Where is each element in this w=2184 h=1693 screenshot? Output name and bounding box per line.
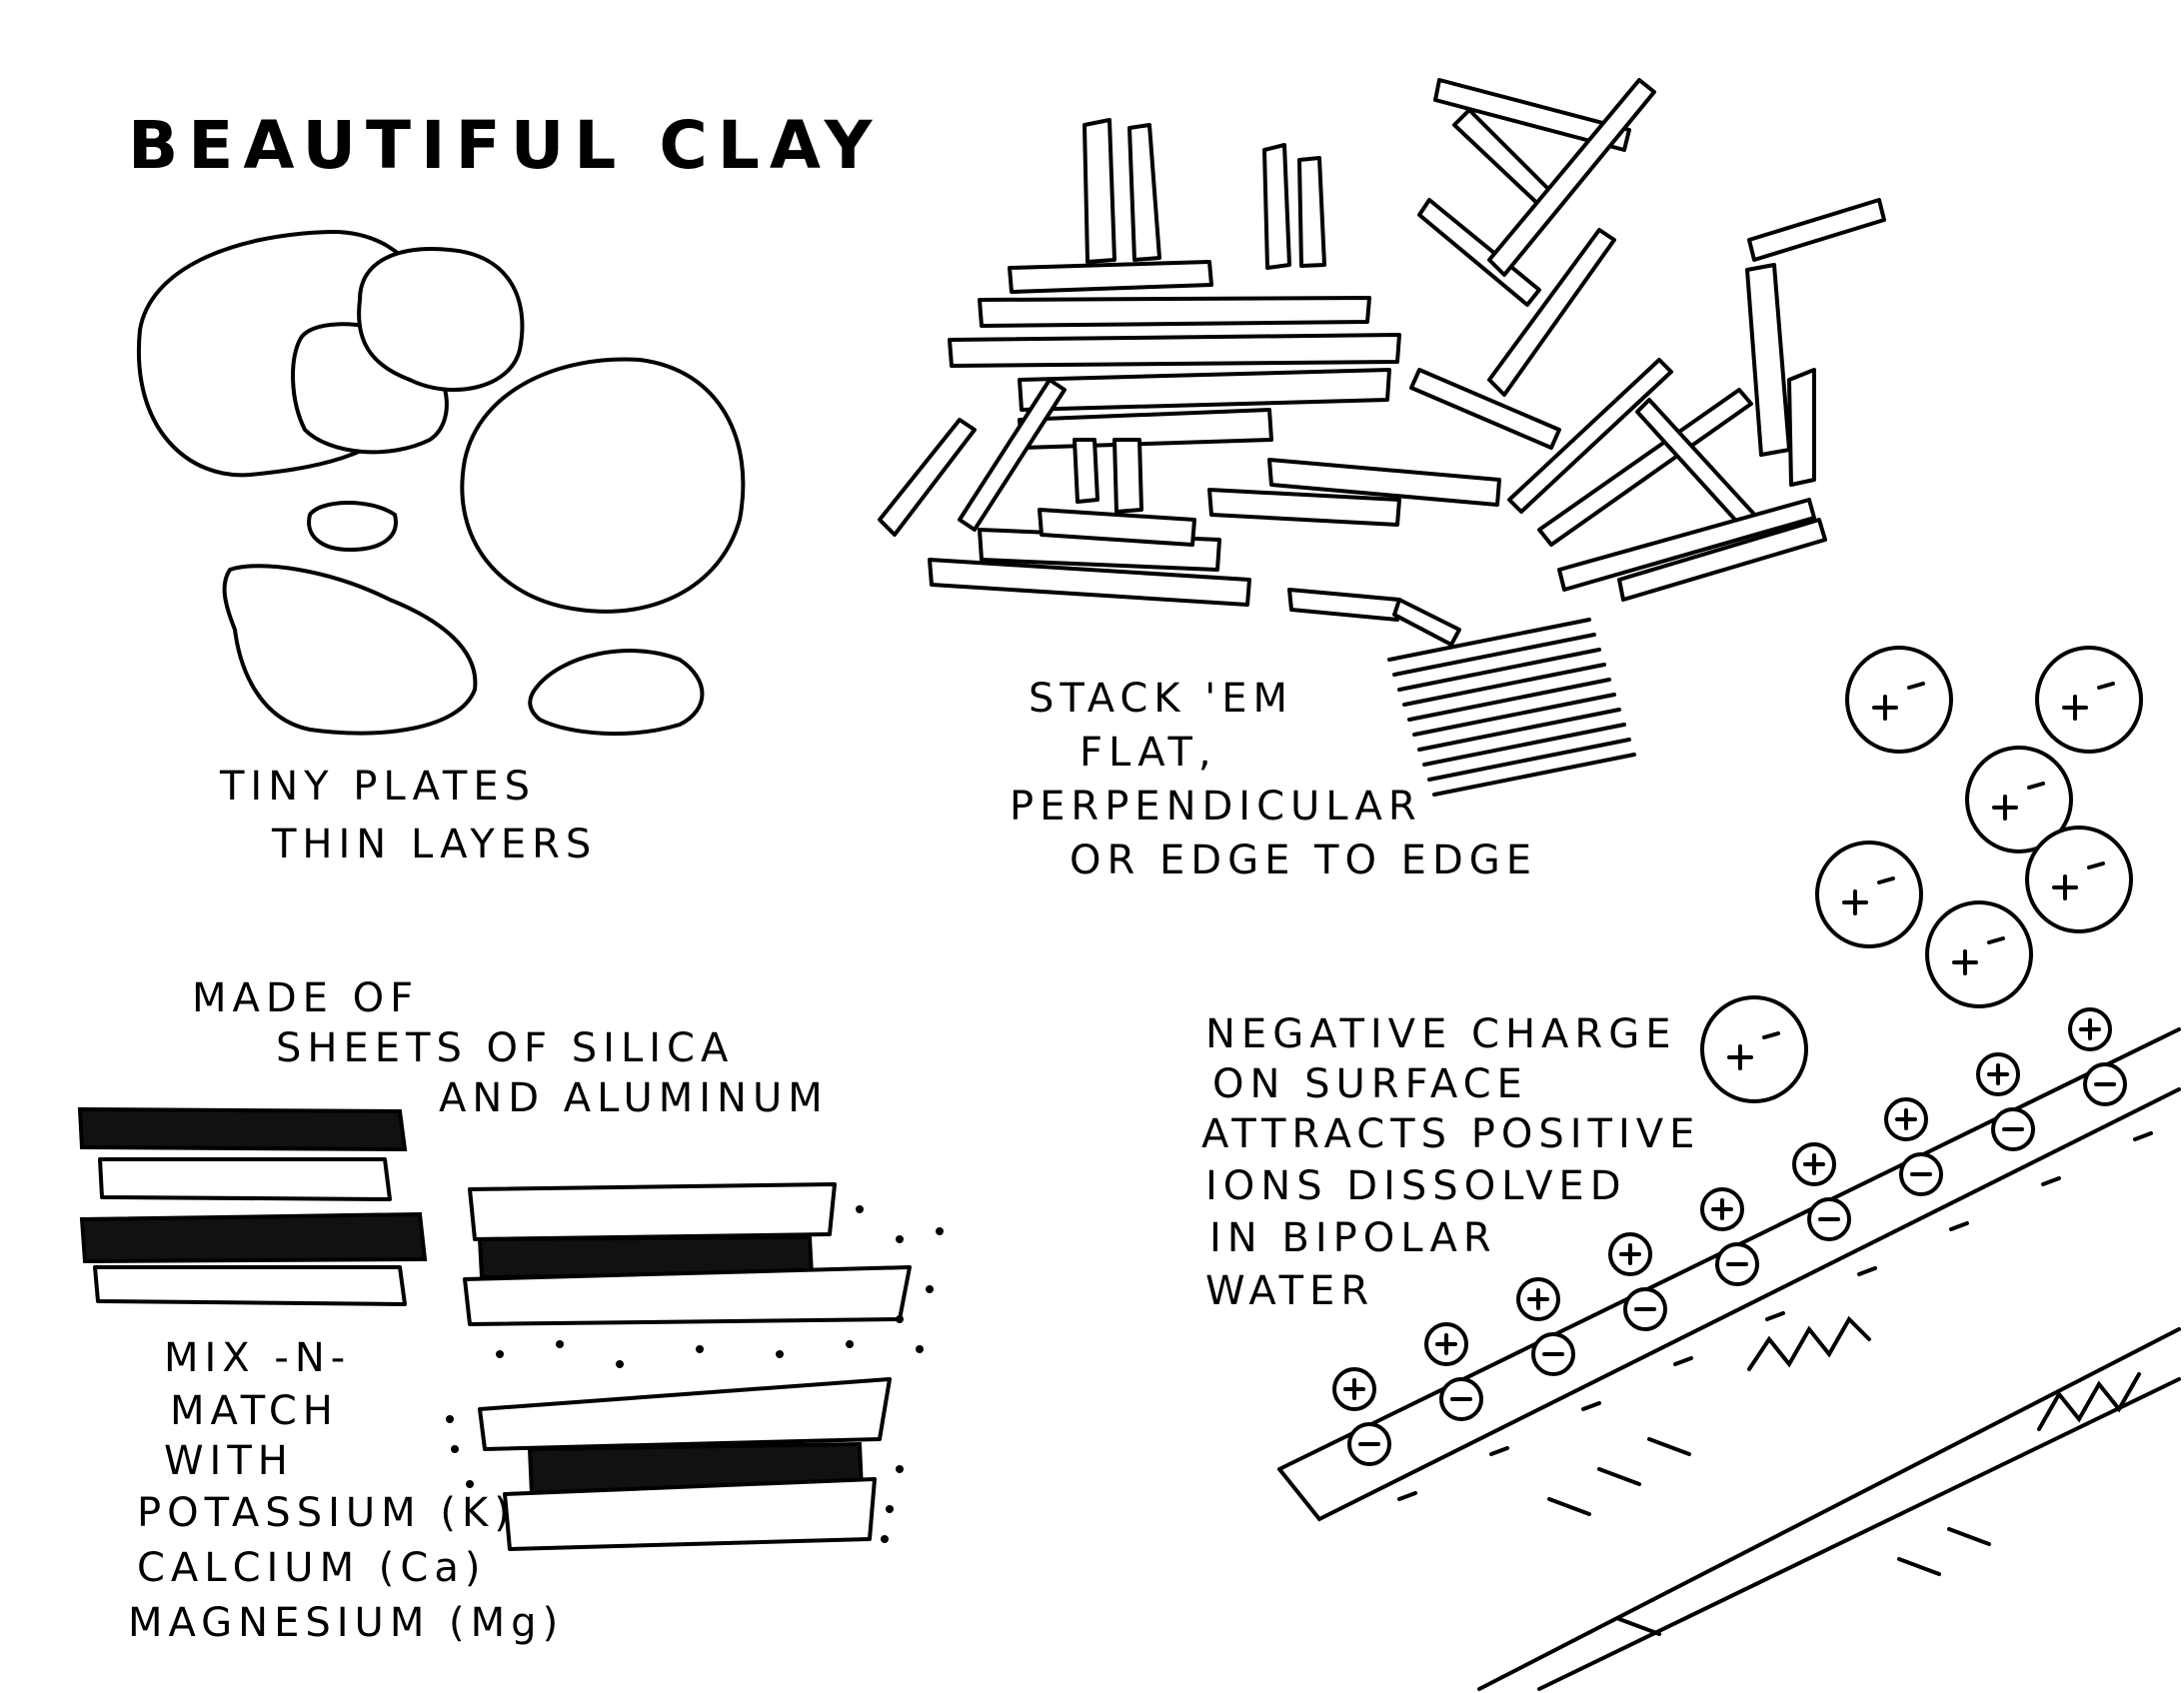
water-molecule [1845,646,1953,754]
plus-icon [1711,1198,1733,1220]
plus-icon [1343,1378,1365,1400]
water-molecule [1700,995,1808,1103]
plus-icon [1803,1153,1825,1175]
stack-caption-line-3: PERPENDICULAR [1010,784,1422,830]
dipole-icon [1842,876,1895,915]
mix-caption-line-6: MAGNESIUM (Mg) [128,1600,564,1646]
dipole-icon [2062,682,2115,721]
charge-caption-line-1: NEGATIVE CHARGE [1205,1011,1676,1057]
sheets-caption-line-2: SHEETS OF SILICA [276,1025,734,1071]
dipole-icon [2052,861,2105,900]
minus-icon [1673,1356,1693,1366]
stack-caption-line-4: OR EDGE TO EDGE [1070,838,1537,883]
silica-aluminum-sheets [77,1106,944,1551]
minus-icon [1581,1401,1601,1411]
charge-caption-line-4: IONS DISSOLVED [1205,1163,1627,1209]
plates-caption-line-2: THIN LAYERS [271,822,597,867]
sheets-caption-line-1: MADE OF [192,975,419,1021]
minus-icon [1949,1221,1969,1231]
water-molecule [1815,841,1923,948]
dipole-icon [1872,682,1925,721]
diagram-title: BEAUTIFUL CLAY [128,107,882,184]
dipole-icon [1952,936,2005,975]
mix-caption-line-5: CALCIUM (Ca) [137,1545,486,1591]
water-molecule [2035,646,2143,754]
minus-icon [2133,1131,2153,1141]
stack-caption-line-2: FLAT, [1080,730,1217,776]
tiny-plates-illustration [136,229,746,737]
plus-icon [1435,1333,1457,1355]
plus-icon [1619,1243,1641,1265]
sheets-caption-line-3: AND ALUMINUM [439,1075,829,1121]
charge-caption-line-3: ATTRACTS POSITIVE [1201,1111,1700,1157]
mix-caption-line-2: MATCH [170,1388,339,1434]
water-molecule [2025,826,2133,933]
minus-icon [1489,1446,1509,1456]
stack-caption-line-1: STACK 'EM [1029,676,1293,722]
plus-icon [2079,1018,2101,1040]
mix-caption-line-4: POTASSIUM (K) [137,1490,516,1536]
charge-caption-line-2: ON SURFACE [1212,1061,1528,1107]
plus-icon [1987,1063,2009,1085]
mix-caption-line-3: WITH [164,1438,294,1484]
plus-icon [1527,1288,1549,1310]
minus-icon [1857,1266,1877,1276]
dipole-icon [1727,1031,1780,1070]
charge-caption-line-6: WATER [1205,1268,1374,1314]
minus-icon [1397,1491,1417,1501]
dipole-icon [1992,782,2045,821]
charge-caption-line-5: IN BIPOLAR [1209,1215,1497,1261]
mix-caption-line-1: MIX -N- [164,1335,351,1381]
stacked-flakes-illustration [878,78,1886,797]
minus-icon [1765,1311,1785,1321]
water-molecule [1965,746,2073,853]
edge-stack [1387,618,1636,797]
plus-icon [1895,1108,1917,1130]
plates-caption-line-1: TINY PLATES [219,764,536,810]
clay-surface-illustration [1277,646,2181,1691]
minus-icon [2041,1176,2061,1186]
water-molecule [1925,900,2033,1008]
